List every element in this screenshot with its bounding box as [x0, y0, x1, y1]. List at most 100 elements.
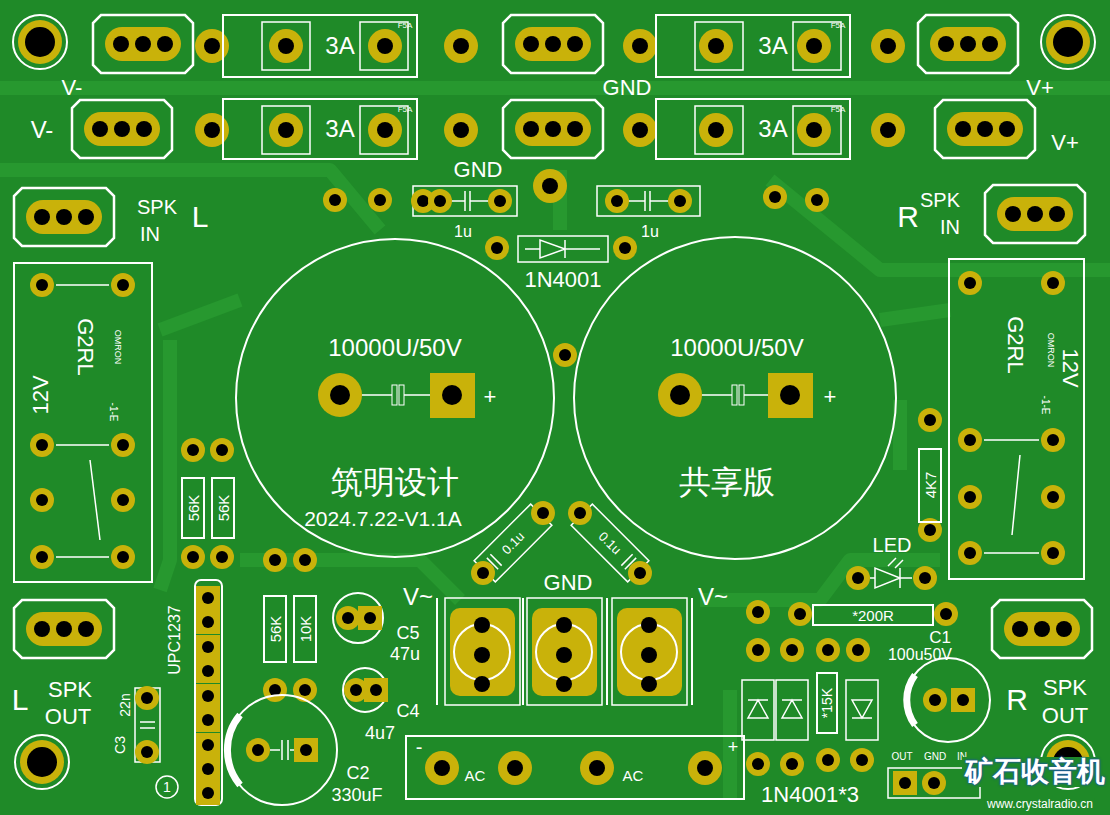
watermark: www.crystalradio.cn	[985, 798, 1095, 810]
relay-pads	[30, 271, 1065, 569]
part-name: LED	[873, 535, 912, 555]
part-value: 4u7	[365, 724, 395, 742]
relay-outline: G2RL OMRON 12V -1-E	[948, 258, 1085, 580]
capacitor-outline: 10000U/50V 筑明设计 2024.7.22-V1.1A	[235, 238, 555, 558]
capacitor-outline: 10000U/50V共享版	[573, 236, 897, 560]
part-name: 1N4001*3	[761, 784, 859, 806]
bridge-pads	[425, 751, 722, 785]
part-value: 100u50V	[888, 647, 952, 663]
part-name: C1	[929, 629, 951, 646]
part-name: UPC1237	[167, 605, 183, 674]
component-label: F5A	[398, 22, 413, 30]
component-label: AC	[465, 768, 486, 783]
channel-label: R	[1006, 685, 1028, 715]
part-name: C2	[346, 764, 369, 782]
resistor-pads	[181, 408, 958, 702]
copper-traces	[0, 88, 1110, 800]
film-capacitors-top	[323, 169, 829, 216]
rail-label: V-	[31, 118, 54, 142]
connector-label: SPK	[48, 679, 92, 701]
resistor-outline: 4K7	[918, 448, 942, 523]
component-label: 3A	[325, 117, 354, 141]
polarity-mark: +	[484, 386, 497, 408]
channel-label: L	[192, 202, 209, 232]
component-label: F5A	[831, 22, 846, 30]
resistor-outline: 10K	[293, 595, 317, 663]
rail-label: V~	[403, 585, 433, 609]
rail-label: V~	[698, 585, 728, 609]
fuse-clip-outlines	[262, 22, 841, 154]
watermark: 矿石收音机	[962, 757, 1108, 787]
fuse-holder: 3A F5A	[655, 98, 851, 160]
component-label: -1-E	[1040, 396, 1050, 415]
diode-1n4001	[485, 236, 637, 262]
pin-name: GND	[924, 752, 946, 762]
component-label: F5A	[398, 106, 413, 114]
rail-label: V+	[1026, 77, 1054, 99]
part-value: 330uF	[331, 786, 382, 804]
resistor-outline: 56K	[263, 595, 287, 663]
connector-label: IN	[140, 224, 160, 244]
led-symbol	[846, 558, 937, 590]
component-label: 56K	[268, 616, 283, 643]
part-name: 1N4001	[524, 269, 601, 291]
relay-outline: G2RL OMRON 12V -1-E	[13, 262, 153, 583]
upc1237-sip	[156, 580, 222, 805]
channel-label: R	[897, 202, 919, 232]
rail-label: GND	[454, 159, 503, 181]
component-label: *15K	[820, 688, 834, 718]
part-name: C5	[396, 624, 419, 642]
component-label: 筑明设计	[331, 466, 459, 498]
component-label: AC	[623, 768, 644, 783]
component-label: G2RL	[1004, 316, 1026, 373]
resistor-outline: 56K	[181, 477, 205, 539]
part-value: 1u	[641, 224, 659, 240]
fuse-holder: 3A F5A	[222, 14, 418, 78]
polarity-mark: +	[824, 386, 837, 408]
rail-label: GND	[603, 77, 652, 99]
connector-label: OUT	[45, 706, 91, 728]
component-label: 12V	[1059, 348, 1081, 387]
component-label: 共享版	[679, 466, 775, 498]
resistor-outline: 56K	[211, 477, 235, 539]
component-label: OMRON	[1046, 333, 1055, 368]
resistor-outline: *200R	[812, 604, 934, 626]
component-label: 3A	[758, 117, 787, 141]
small-capacitors	[135, 593, 990, 805]
component-label: 3A	[325, 34, 354, 58]
component-label: -	[416, 737, 423, 757]
channel-label: L	[12, 685, 29, 715]
connector-label: SPK	[1043, 677, 1087, 699]
component-label: +	[728, 738, 739, 756]
ac-terminal-blocks	[437, 598, 692, 705]
part-value: 22n	[118, 693, 132, 716]
resistor-outline: *15K	[816, 672, 838, 734]
rail-label: GND	[544, 572, 593, 594]
connector-label: IN	[940, 217, 960, 237]
part-value: 47u	[390, 645, 420, 663]
pin-name: OUT	[891, 752, 912, 762]
fuse-holder: 3A F5A	[655, 14, 851, 78]
component-label: 3A	[758, 34, 787, 58]
rail-label: V-	[62, 77, 83, 99]
connector-label: SPK	[920, 190, 960, 210]
component-label: 12V	[30, 375, 52, 414]
component-label: -1-E	[108, 403, 118, 422]
component-label: G2RL	[74, 318, 96, 375]
connector-label: SPK	[137, 197, 177, 217]
part-value: 1u	[454, 224, 472, 240]
connector-label: OUT	[1042, 705, 1088, 727]
regulator-diodes	[742, 600, 878, 776]
component-label: 56K	[216, 495, 231, 522]
component-label: 10K	[298, 616, 313, 643]
fuse-holder: 3A F5A	[222, 98, 418, 160]
component-label: 56K	[186, 495, 201, 522]
component-label: F5A	[831, 106, 846, 114]
component-label: 2024.7.22-V1.1A	[304, 508, 462, 529]
component-label: OMRON	[113, 330, 122, 365]
component-label: 10000U/50V	[328, 336, 461, 360]
part-name: C3	[113, 736, 127, 754]
rail-label: V+	[1051, 132, 1079, 154]
component-label: 4K7	[923, 472, 938, 499]
